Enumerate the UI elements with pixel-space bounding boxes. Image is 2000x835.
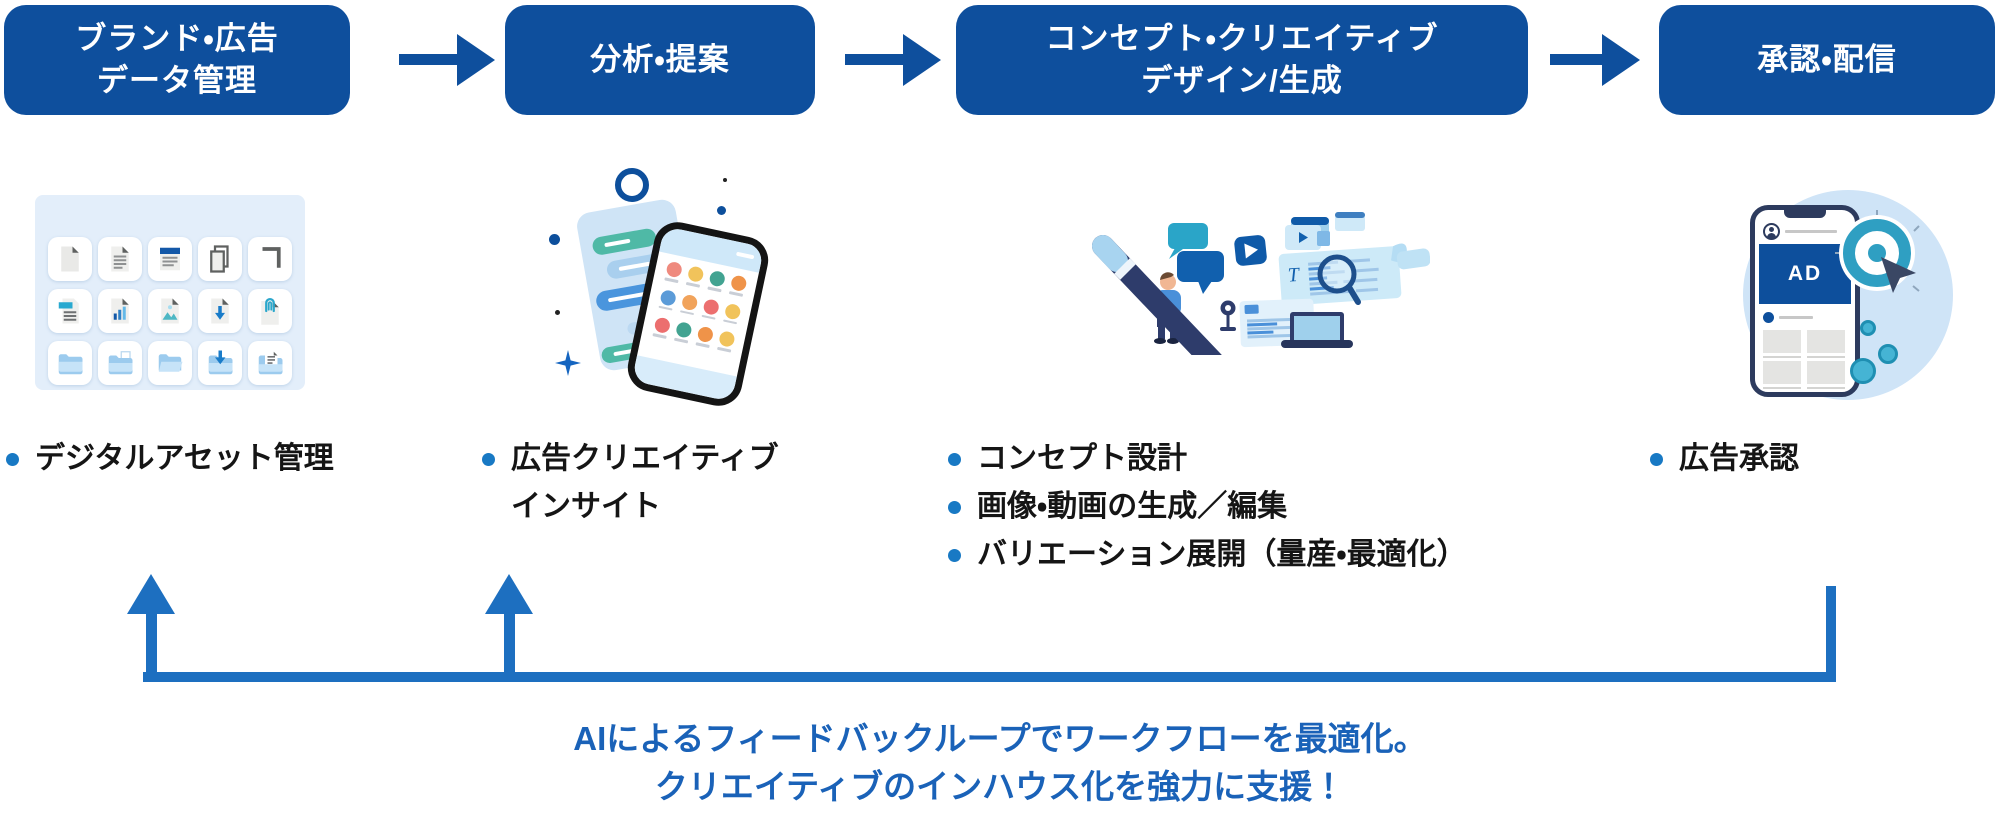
bullet-text: 広告クリエイティブ: [511, 442, 779, 475]
arrow-right-icon: [1602, 34, 1640, 86]
stage-box-approval: 承認・配信: [1659, 5, 1995, 115]
list-item: 広告クリエイティブ インサイト: [482, 442, 779, 524]
stage-title-line: コンセプト・クリエイティブ: [1045, 21, 1439, 56]
file-blank-icon: [48, 237, 92, 281]
scroll-document: T: [1278, 243, 1407, 306]
list-item: バリエーション展開（量産・最適化）: [948, 538, 1467, 572]
bullet-text: インサイト: [511, 490, 661, 523]
file-header-icon: [148, 237, 192, 281]
app-dot-grid: [649, 260, 751, 353]
dot-icon: [1850, 358, 1876, 384]
bullet-text: 広告承認: [1679, 442, 1799, 475]
feedback-loop-right-segment: [1826, 586, 1836, 682]
image-placeholders: [1763, 330, 1845, 384]
folder-icon: [48, 341, 92, 385]
ad-phone: AD: [1750, 205, 1860, 397]
stage-title-line: ブランド・広告: [75, 21, 279, 56]
dot-icon: [555, 310, 560, 315]
bullet-dot-icon: [948, 501, 961, 514]
target-cursor-icon: [1835, 210, 1920, 293]
file-copy-icon: [198, 237, 242, 281]
feedback-loop-line: [143, 672, 1836, 682]
stage-title-line: 分析・提案: [590, 42, 730, 77]
webcam-icon: [1220, 300, 1236, 331]
list-item: 広告承認: [1650, 442, 1799, 476]
file-title-icon: [48, 289, 92, 333]
folder-open-icon: [148, 341, 192, 385]
dot-icon: [549, 234, 560, 245]
circle-outline-icon: [615, 168, 649, 202]
feedback-arrow-stem: [146, 612, 157, 674]
file-image-icon: [148, 289, 192, 333]
caption-line-2: クリエイティブのインハウス化を強力に支援！: [654, 768, 1346, 805]
bullet-text: 画像・動画の生成／編集: [977, 490, 1288, 523]
feedback-arrow-stem: [504, 612, 515, 674]
file-text-icon: [98, 237, 142, 281]
asset-management-illustration: [35, 195, 305, 390]
list-item: デジタルアセット管理: [6, 442, 334, 476]
folder-file-icon: [248, 341, 292, 385]
sparkle-star-icon: [555, 350, 581, 376]
bullet-list-analysis: 広告クリエイティブ インサイト: [482, 442, 779, 524]
bullet-list-creative: コンセプト設計 画像・動画の生成／編集 バリエーション展開（量産・最適化）: [948, 442, 1467, 572]
speech-bubble-icon: [1177, 251, 1224, 294]
dot-icon: [717, 206, 726, 215]
folder-download-icon: [198, 341, 242, 385]
magnifier-icon: [1317, 254, 1361, 305]
bullet-text: コンセプト設計: [977, 442, 1187, 475]
analysis-illustration: [545, 150, 780, 411]
video-play-icon: [1234, 235, 1267, 266]
file-download-icon: [198, 289, 242, 333]
stage-title-line: データ管理: [97, 63, 257, 98]
bullet-list-brand-data: デジタルアセット管理: [6, 442, 334, 476]
chat-bubble: [591, 227, 658, 257]
file-attachment-icon: [248, 289, 292, 333]
stage-title-line: デザイン/生成: [1141, 63, 1343, 98]
list-item: コンセプト設計: [948, 442, 1467, 476]
window-fragment-icon: [1396, 248, 1430, 270]
avatar-icon: [1763, 223, 1780, 240]
folder-copy-icon: [98, 341, 142, 385]
arrow-right-icon: [457, 34, 495, 86]
arrow-up-icon: [485, 574, 533, 614]
stage-title-line: 承認・配信: [1757, 42, 1897, 77]
dot-icon: [1878, 344, 1898, 364]
bullet-dot-icon: [1650, 453, 1663, 466]
svg-text:T: T: [1287, 264, 1302, 287]
arrow-right-icon: [903, 34, 941, 86]
bullet-dot-icon: [948, 549, 961, 562]
arrow-up-icon: [127, 574, 175, 614]
browser-window-icon: [1285, 217, 1330, 250]
bullet-dot-icon: [6, 453, 19, 466]
phone-notch: [1784, 210, 1826, 218]
stage-box-creative: コンセプト・クリエイティブ デザイン/生成: [956, 5, 1528, 115]
bullet-dot-icon: [482, 453, 495, 466]
pencil-icon: [1092, 235, 1222, 355]
stage-box-analysis: 分析・提案: [505, 5, 815, 115]
ad-label: AD: [1787, 262, 1823, 285]
caption-line-1: AIによるフィードバックループでワークフローを最適化。: [573, 720, 1427, 757]
speech-bubble-icon: [1168, 223, 1208, 259]
dot-icon: [723, 178, 727, 182]
approval-illustration: AD: [1738, 160, 1993, 400]
stage-box-brand-data: ブランド・広告 データ管理: [4, 5, 350, 115]
bullet-list-approval: 広告承認: [1650, 442, 1799, 476]
creative-illustration: T: [1092, 212, 1430, 355]
feedback-caption: AIによるフィードバックループでワークフローを最適化。 クリエイティブのインハウ…: [0, 715, 2000, 811]
profile-dot-icon: [1763, 312, 1774, 323]
list-item: 画像・動画の生成／編集: [948, 490, 1467, 524]
laptop-icon: [1281, 312, 1353, 348]
file-chart-icon: [98, 289, 142, 333]
browser-window-small-icon: [1335, 212, 1365, 231]
bullet-text: バリエーション展開（量産・最適化）: [977, 538, 1467, 571]
bullet-text: デジタルアセット管理: [35, 442, 334, 475]
dot-icon: [1860, 320, 1876, 336]
bullet-dot-icon: [948, 453, 961, 466]
file-corner-icon: [248, 237, 292, 281]
